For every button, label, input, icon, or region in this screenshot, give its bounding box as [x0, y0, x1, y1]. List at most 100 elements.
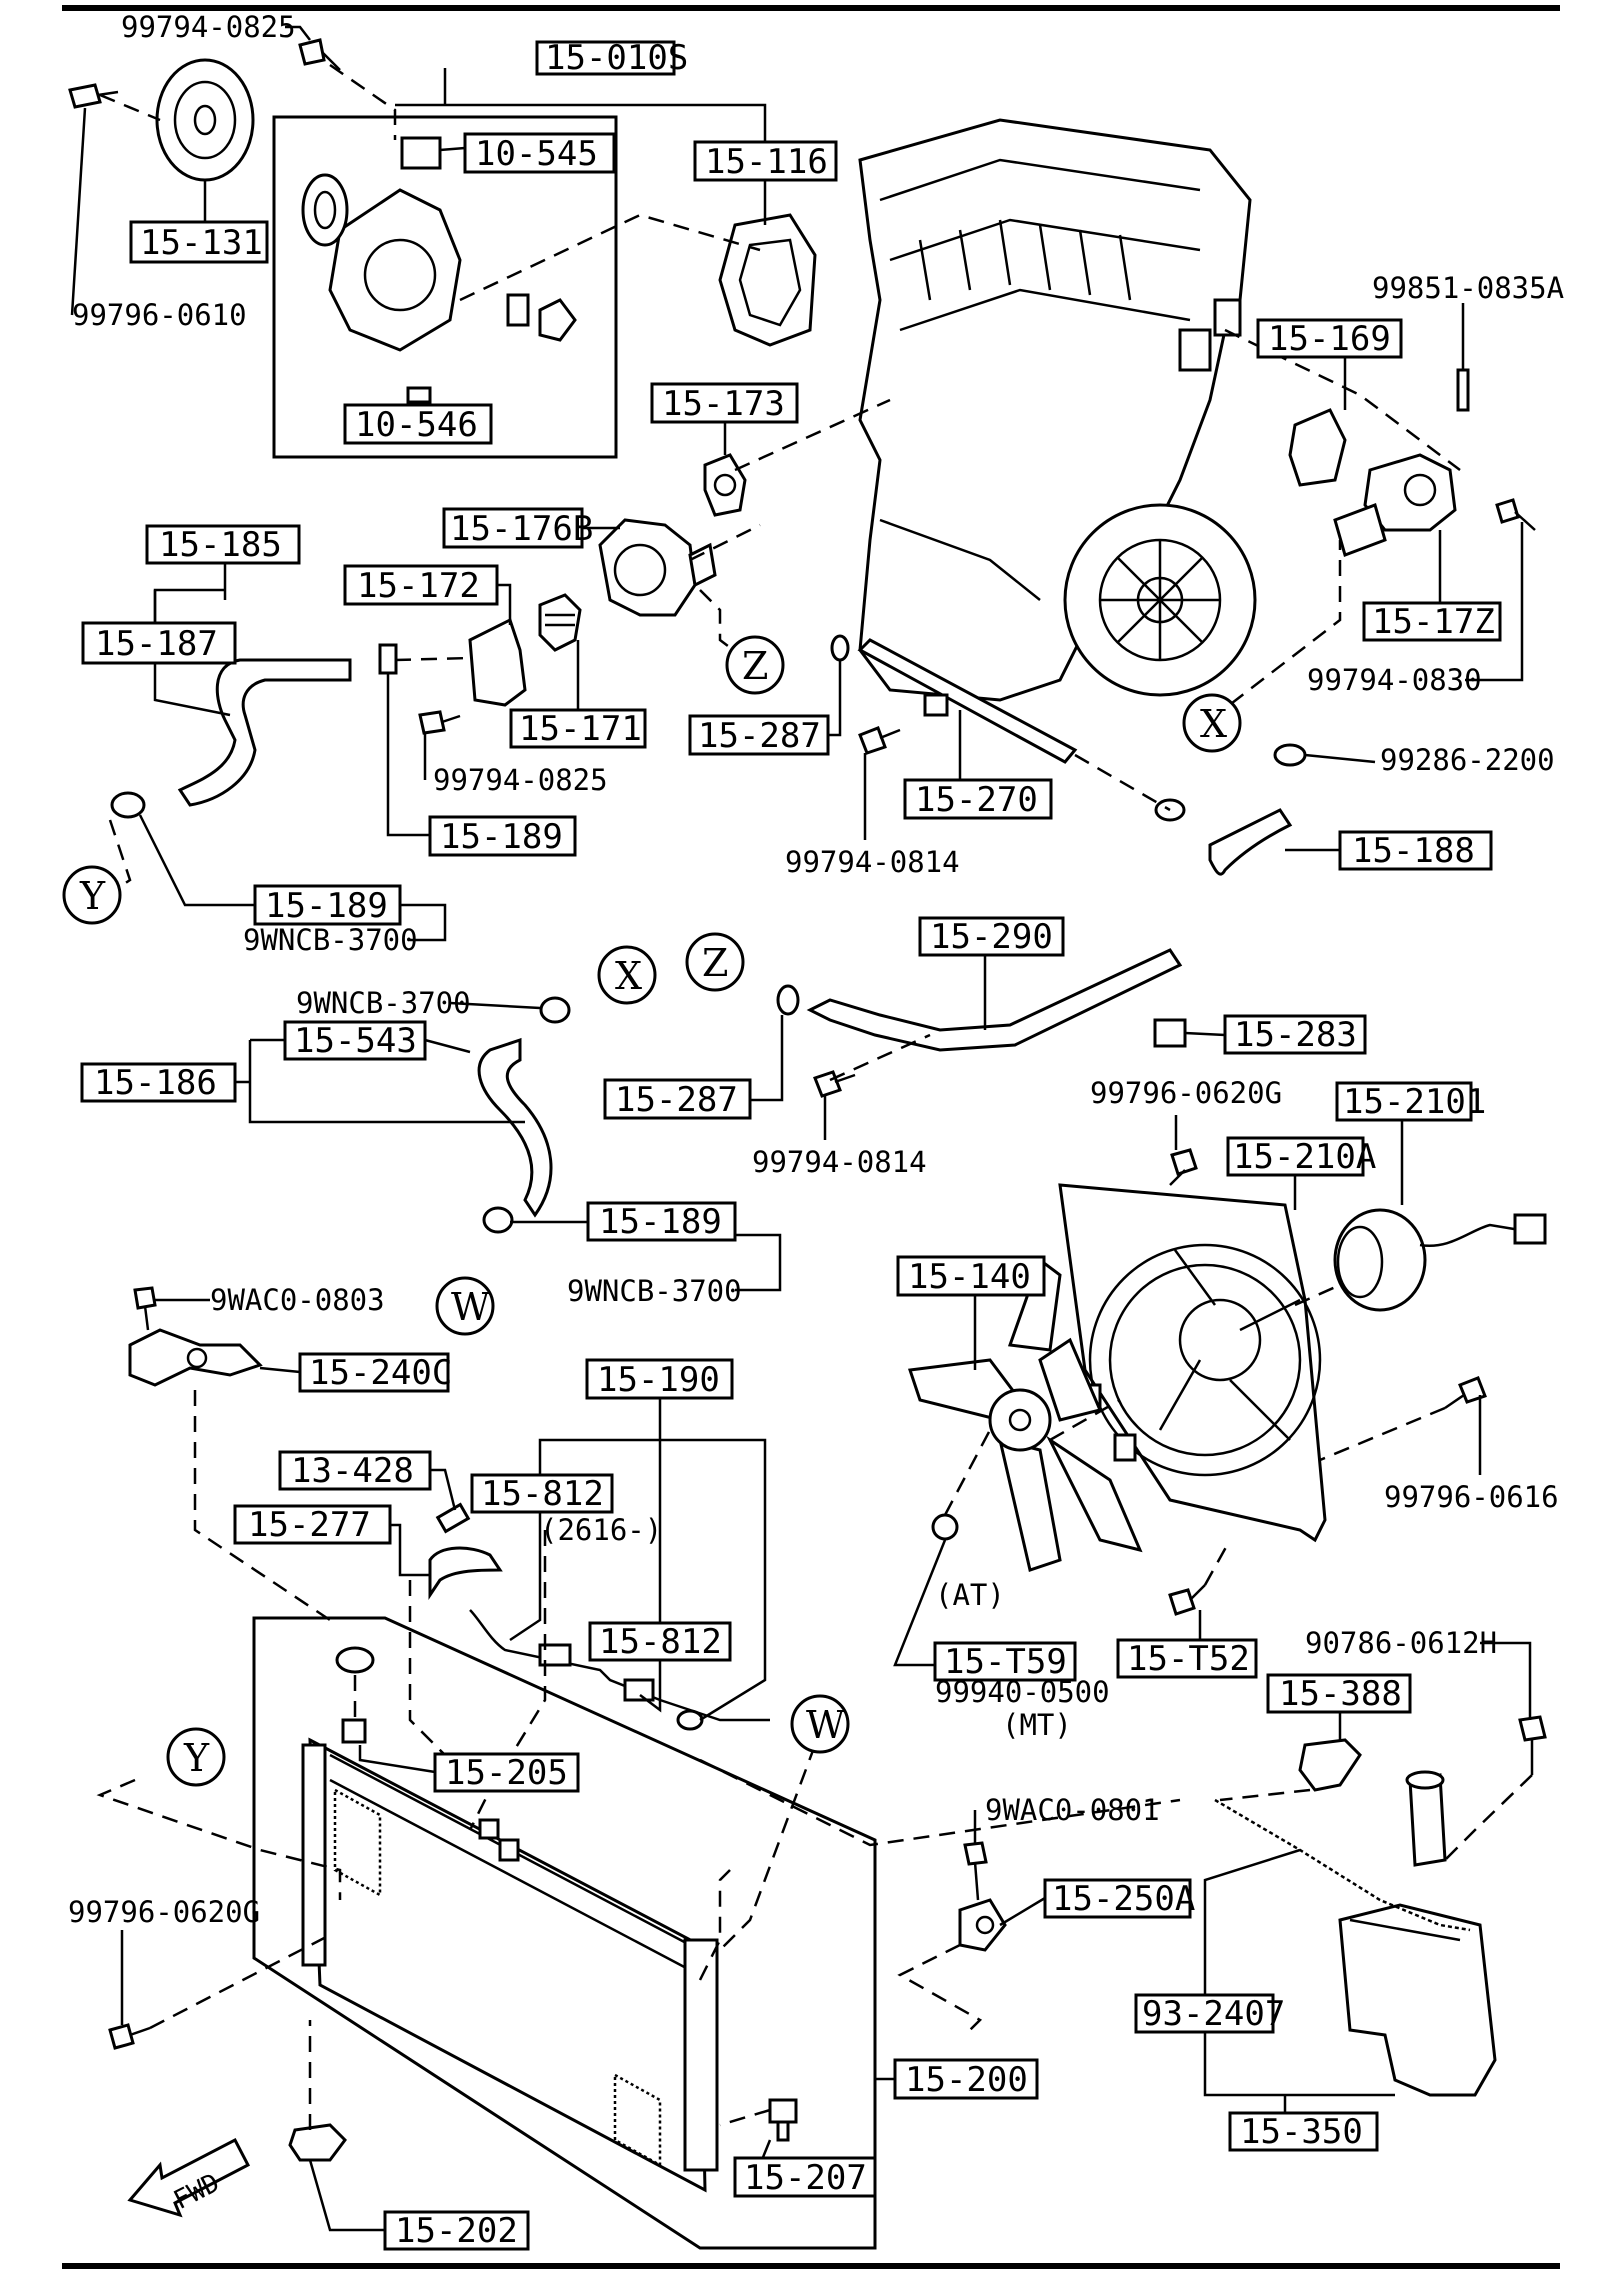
- fan-motor: [1333, 1208, 1547, 1312]
- svg-text:W: W: [451, 1285, 490, 1329]
- svg-text:15-172: 15-172: [357, 566, 480, 606]
- radiator: [301, 1737, 719, 2193]
- callout-15-186: 15-186: [80, 1062, 237, 1103]
- svg-text:W: W: [806, 1703, 845, 1747]
- svg-text:15-171: 15-171: [519, 709, 642, 749]
- hose-15-277: [428, 1546, 503, 1600]
- callout-15-116: 15-116: [693, 140, 838, 182]
- svg-text:Z: Z: [742, 644, 768, 688]
- svg-text:15-205: 15-205: [445, 1753, 568, 1793]
- callout-15-270: 15-270: [903, 778, 1053, 820]
- bolt-99794-0814-a-icon: [858, 726, 901, 755]
- leader-dash-pump-block: [459, 213, 761, 302]
- o-ring-15-287-b: [776, 984, 800, 1016]
- svg-text:15-187: 15-187: [95, 624, 218, 664]
- leader-dash-207: [719, 2108, 771, 2127]
- callout-15-17z: 15-17Z: [1362, 601, 1502, 642]
- callout-93-2407: 93-2407: [1134, 1993, 1285, 2034]
- leader-15-543: [424, 1038, 471, 1054]
- leader-dash-inlet: [394, 656, 471, 662]
- svg-text:15-283: 15-283: [1234, 1015, 1357, 1055]
- svg-text:15-250A: 15-250A: [1052, 1879, 1195, 1919]
- callout-15-207: 15-207: [733, 2156, 877, 2198]
- leader-15-186: [235, 1038, 525, 1124]
- svg-text:X: X: [1200, 702, 1227, 746]
- leader-dash-176b: [689, 523, 761, 562]
- bolt-15-t52-icon: [1168, 1584, 1206, 1616]
- callout-15-290: 15-290: [918, 916, 1065, 957]
- callout-10-545: 10-545: [463, 132, 616, 174]
- stud-icon: [1456, 368, 1470, 412]
- callout-15-205: 15-205: [433, 1752, 580, 1793]
- label-99286-2200: 99286-2200: [1380, 743, 1555, 777]
- svg-text:15-2101: 15-2101: [1343, 1082, 1486, 1122]
- callout-15-250a: 15-250A: [1043, 1878, 1195, 1919]
- svg-text:15-388: 15-388: [1279, 1674, 1402, 1714]
- svg-text:15-189: 15-189: [265, 886, 388, 926]
- leader-90786: [1480, 1641, 1532, 1720]
- marker-x-2: X: [597, 945, 657, 1005]
- svg-text:15-116: 15-116: [705, 142, 828, 182]
- bracket-15-388: [1298, 1738, 1362, 1792]
- svg-text:15-350: 15-350: [1240, 2112, 1363, 2152]
- pipe-bracket-icon: [923, 693, 949, 717]
- leader-dash-y2: [96, 1778, 342, 1900]
- leader-10-545: [439, 146, 466, 152]
- gasket-15-169: [1288, 408, 1347, 487]
- svg-text:15-290: 15-290: [930, 917, 1053, 957]
- leader-dash-y1: [108, 819, 132, 892]
- svg-text:15-207: 15-207: [744, 2158, 867, 2198]
- leader-15-240c: [259, 1366, 301, 1374]
- svg-text:15-210A: 15-210A: [1233, 1137, 1376, 1177]
- callout-15-140: 15-140: [896, 1255, 1046, 1297]
- svg-text:15-277: 15-277: [248, 1505, 371, 1545]
- bolt-99796-0610-icon: [68, 83, 119, 109]
- leader-dash-250a: [897, 1943, 983, 2031]
- leader-dash-290: [829, 1033, 931, 1082]
- svg-text:15-190: 15-190: [597, 1360, 720, 1400]
- callout-15-190: 15-190: [585, 1358, 734, 1400]
- callout-15-169: 15-169: [1256, 318, 1403, 359]
- leader-dash-rad-left: [149, 1933, 331, 2030]
- bolt-9waco-0801-icon: [963, 1841, 988, 1901]
- svg-text:X: X: [615, 954, 642, 998]
- bolt-99794-0814-b-icon: [813, 1070, 856, 1098]
- label-99794-0825-top: 99794-0825: [121, 10, 296, 44]
- leader-dash-240c: [193, 1390, 331, 1622]
- water-pipe-15-270: [857, 638, 1078, 764]
- svg-text:15-812: 15-812: [481, 1474, 604, 1514]
- leader-dash-173: [734, 398, 891, 472]
- callout-15-350: 15-350: [1228, 2111, 1379, 2152]
- leader-dash-pump: [329, 63, 397, 140]
- marker-y-2: Y: [166, 1727, 226, 1787]
- water-inlet: [468, 617, 527, 707]
- bracket-15-240c: [128, 1328, 263, 1387]
- hose-15-188: [1208, 808, 1293, 876]
- svg-text:15-287: 15-287: [615, 1080, 738, 1120]
- label-90786-0612h: 90786-0612H: [1305, 1626, 1497, 1660]
- gasket-15-173: [703, 453, 747, 517]
- bolt-99794-0825-mid-icon: [418, 710, 461, 735]
- label-99794-0814-a: 99794-0814: [785, 845, 960, 879]
- clamp-99286-2200-icon: [1273, 743, 1307, 767]
- callout-15-200: 15-200: [893, 2058, 1039, 2100]
- leader-dash-270: [1074, 753, 1171, 812]
- leader-dash-w2: [719, 1744, 817, 1951]
- svg-text:15-200: 15-200: [905, 2060, 1028, 2100]
- water-pump-gasket: [718, 213, 817, 347]
- leader-15-283: [1184, 1031, 1226, 1037]
- leader-dash-z1: [699, 589, 741, 656]
- mount-bushing-15-202: [288, 2123, 347, 2162]
- marker-w-1: W: [435, 1276, 495, 1336]
- leader-99794-0825-top: [285, 25, 311, 41]
- svg-text:15-543: 15-543: [294, 1021, 417, 1061]
- label-9wncb-3700-a: 9WNCB-3700: [243, 923, 418, 957]
- crank-pulley: [155, 58, 255, 182]
- svg-text:Y: Y: [79, 874, 106, 918]
- coolant-reservoir: [1338, 1770, 1497, 2097]
- leader-dash-388: [1219, 1788, 1311, 1802]
- svg-text:15-17Z: 15-17Z: [1372, 602, 1495, 642]
- svg-text:10-546: 10-546: [355, 405, 478, 445]
- label-99796-0610: 99796-0610: [72, 298, 247, 332]
- callout-15-202: 15-202: [383, 2210, 530, 2251]
